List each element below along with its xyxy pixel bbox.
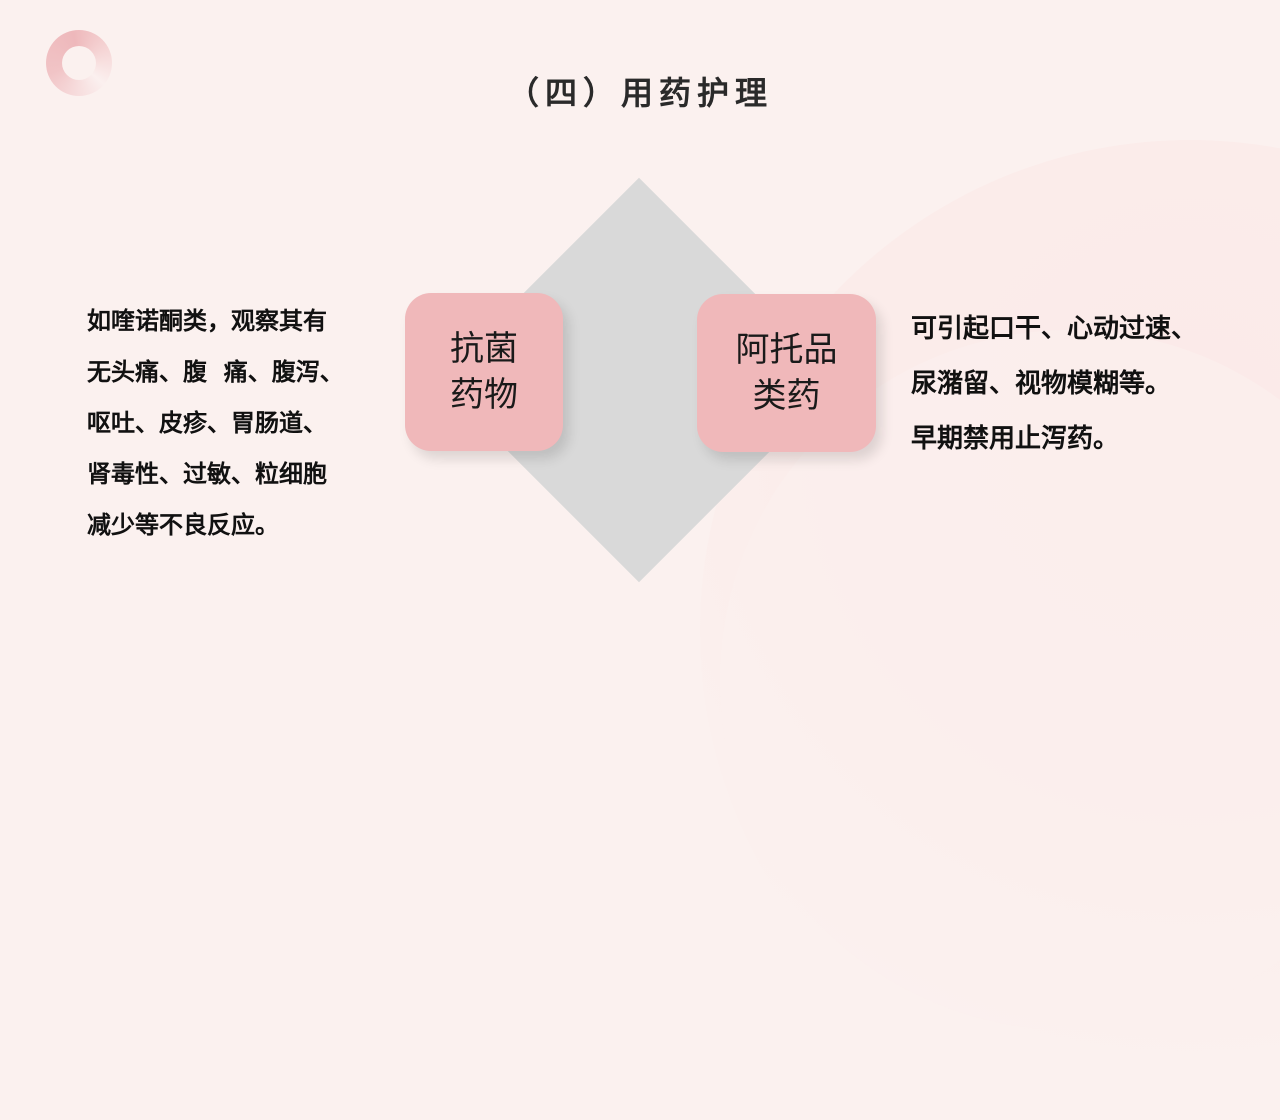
card-atropine: 阿托品 类药 [697, 294, 876, 452]
atropine-description-line: 早期禁用止泻药。 [911, 424, 1120, 454]
card-antibiotics-line-1: 抗菌 [450, 329, 518, 369]
slide-title: （四）用药护理 [506, 74, 773, 112]
antibiotics-description-line: 肾毒性、过敏、粒细胞 [87, 460, 327, 488]
antibiotics-description-line: 无头痛、腹 痛、腹泻、 [87, 358, 344, 386]
atropine-description: 可引起口干、心动过速、 尿潴留、视物模糊等。 早期禁用止泻药。 [911, 302, 1271, 467]
card-antibiotics: 抗菌 药物 [405, 293, 563, 451]
atropine-description-line: 可引起口干、心动过速、 [911, 314, 1198, 344]
antibiotics-description-line: 呕吐、皮疹、胃肠道、 [87, 409, 327, 437]
card-atropine-line-2: 类药 [752, 376, 821, 416]
antibiotics-description-line: 减少等不良反应。 [87, 511, 279, 539]
ring-decoration-icon [46, 30, 112, 96]
antibiotics-description: 如喹诺酮类，观察其有 无头痛、腹 痛、腹泻、 呕吐、皮疹、胃肠道、 肾毒性、过敏… [87, 296, 367, 551]
atropine-description-line: 尿潴留、视物模糊等。 [911, 369, 1172, 399]
card-atropine-line-1: 阿托品 [735, 330, 838, 370]
antibiotics-description-line: 如喹诺酮类，观察其有 [87, 307, 327, 335]
card-antibiotics-line-2: 药物 [450, 375, 518, 415]
